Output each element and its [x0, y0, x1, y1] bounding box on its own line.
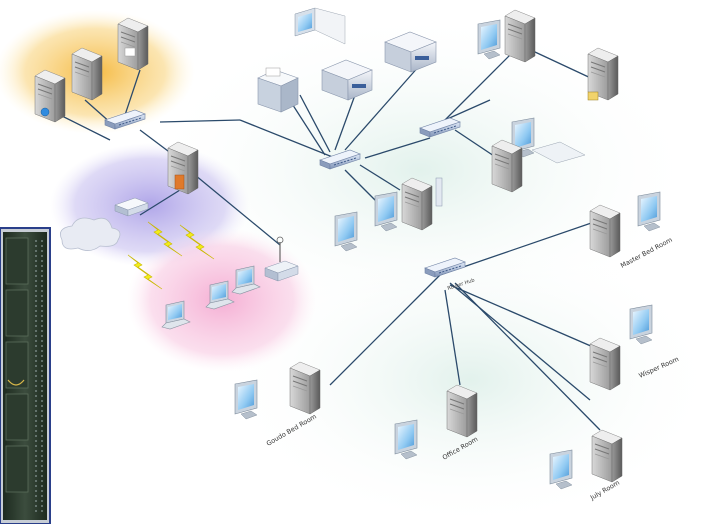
modem-icon-2 [384, 31, 437, 73]
dsl-modem-icon [114, 197, 149, 217]
gateway-server [167, 141, 199, 195]
db-server [587, 47, 619, 101]
dev-workstation [491, 117, 586, 193]
file-server-cluster [334, 177, 443, 252]
internet-cloud-icon [59, 217, 121, 251]
wireless-router-icon [264, 236, 299, 282]
workstation-top [294, 7, 346, 45]
network-rack-icon [0, 227, 51, 524]
modem-icon [321, 59, 373, 101]
mail-server [117, 17, 149, 71]
web-server-1 [34, 69, 66, 123]
printer-icon [257, 67, 299, 113]
web-server-2 [71, 47, 103, 101]
network-links [49, 44, 601, 431]
home-lan-zone [220, 230, 706, 524]
